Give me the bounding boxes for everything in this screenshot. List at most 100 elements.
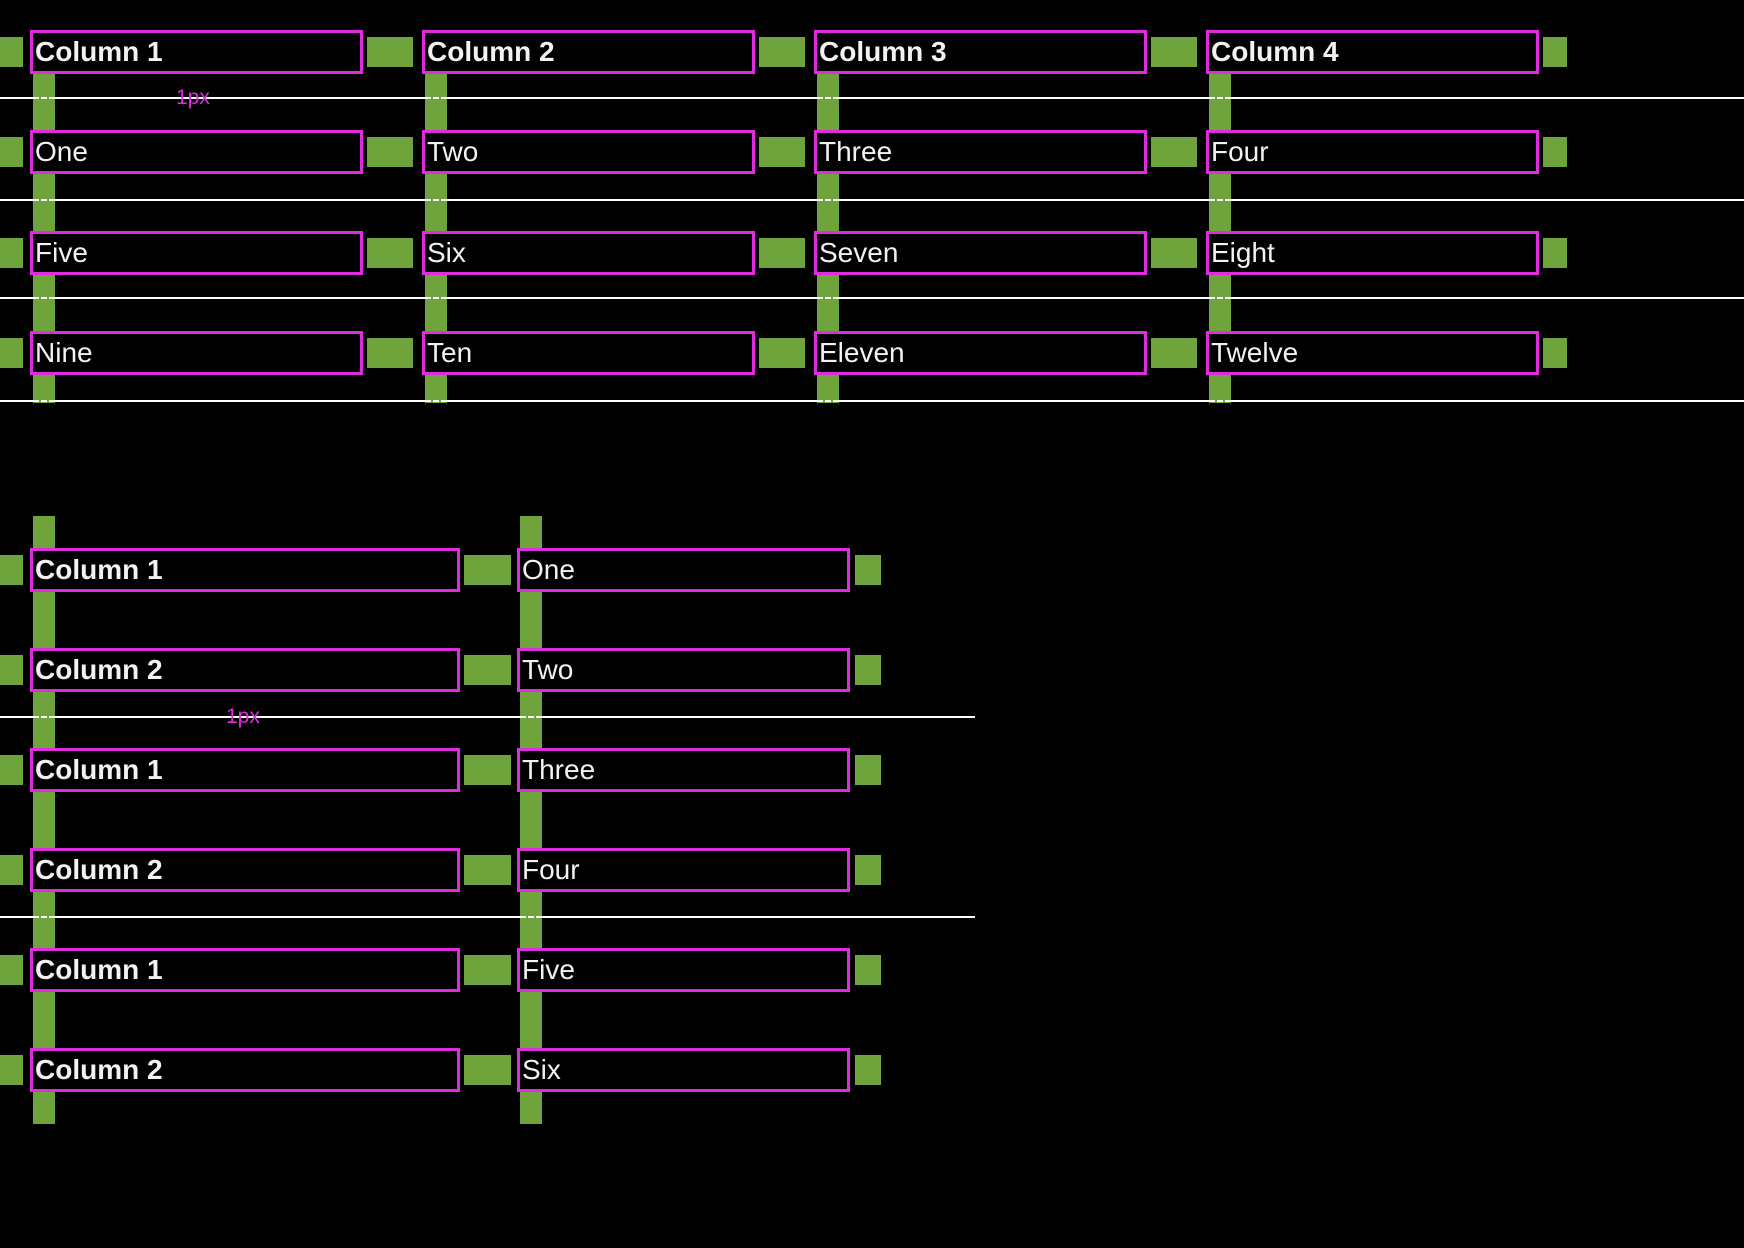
row-border-line — [0, 916, 975, 918]
border-dash — [817, 400, 839, 402]
data-cell: Nine — [30, 331, 363, 375]
padding-block — [464, 755, 511, 785]
padding-block — [0, 755, 23, 785]
header-cell: Column 1 — [30, 30, 363, 74]
padding-block — [1151, 238, 1197, 268]
row-border-line — [0, 297, 1744, 299]
data-cell: Two — [422, 130, 755, 174]
padding-block — [855, 855, 881, 885]
padding-strip — [1209, 74, 1231, 130]
padding-block — [855, 1055, 881, 1085]
padding-block — [0, 37, 23, 67]
border-dash — [1209, 97, 1231, 99]
padding-strip — [33, 592, 55, 648]
data-cell: Six — [517, 1048, 850, 1092]
padding-block — [855, 955, 881, 985]
data-cell: Three — [814, 130, 1147, 174]
border-dash — [33, 297, 55, 299]
border-dash — [817, 199, 839, 201]
padding-block — [855, 655, 881, 685]
data-cell: Two — [517, 648, 850, 692]
padding-block — [464, 555, 511, 585]
padding-block — [855, 755, 881, 785]
padding-strip — [1209, 174, 1231, 231]
padding-strip — [33, 1092, 55, 1124]
padding-block — [1151, 137, 1197, 167]
header-cell: Column 4 — [1206, 30, 1539, 74]
padding-block — [0, 655, 23, 685]
padding-block — [759, 37, 805, 67]
data-cell: Three — [517, 748, 850, 792]
padding-block — [0, 955, 23, 985]
padding-block — [759, 338, 805, 368]
padding-strip — [33, 375, 55, 403]
header-cell: Column 3 — [814, 30, 1147, 74]
padding-strip — [425, 275, 447, 331]
header-cell: Column 2 — [30, 648, 460, 692]
data-cell: Six — [422, 231, 755, 275]
padding-strip — [33, 174, 55, 231]
border-dash — [425, 400, 447, 402]
data-cell: Five — [30, 231, 363, 275]
padding-strip — [817, 275, 839, 331]
border-dash — [33, 97, 55, 99]
padding-block — [464, 1055, 511, 1085]
padding-strip — [33, 992, 55, 1048]
border-dash — [33, 716, 55, 718]
row-border-line — [0, 97, 1744, 99]
border-dash — [425, 97, 447, 99]
padding-block — [1543, 238, 1567, 268]
padding-block — [0, 855, 23, 885]
padding-strip — [817, 375, 839, 403]
data-cell: Twelve — [1206, 331, 1539, 375]
border-dash — [1209, 297, 1231, 299]
data-cell: Eight — [1206, 231, 1539, 275]
padding-strip — [520, 516, 542, 548]
header-cell: Column 2 — [422, 30, 755, 74]
data-cell: Seven — [814, 231, 1147, 275]
row-border-line — [0, 716, 975, 718]
padding-strip — [425, 74, 447, 130]
padding-block — [1543, 137, 1567, 167]
row-border-line — [0, 199, 1744, 201]
padding-strip — [520, 992, 542, 1048]
padding-strip — [33, 892, 55, 948]
data-cell: Five — [517, 948, 850, 992]
padding-strip — [33, 275, 55, 331]
border-dash — [817, 97, 839, 99]
padding-strip — [33, 792, 55, 848]
border-dash — [425, 297, 447, 299]
padding-block — [0, 338, 23, 368]
padding-block — [0, 555, 23, 585]
border-dash — [33, 199, 55, 201]
padding-strip — [520, 592, 542, 648]
padding-strip — [33, 516, 55, 548]
padding-strip — [520, 1092, 542, 1124]
padding-block — [0, 1055, 23, 1085]
padding-block — [464, 955, 511, 985]
padding-block — [1151, 338, 1197, 368]
padding-block — [0, 238, 23, 268]
data-cell: One — [30, 130, 363, 174]
padding-block — [1543, 338, 1567, 368]
border-dash — [520, 716, 542, 718]
padding-strip — [520, 892, 542, 948]
padding-block — [367, 137, 413, 167]
padding-block — [464, 655, 511, 685]
border-width-label: 1px — [226, 705, 260, 728]
padding-block — [1543, 37, 1567, 67]
padding-block — [855, 555, 881, 585]
padding-block — [1151, 37, 1197, 67]
padding-block — [367, 238, 413, 268]
data-cell: Four — [1206, 130, 1539, 174]
padding-block — [464, 855, 511, 885]
border-dash — [817, 297, 839, 299]
data-cell: Ten — [422, 331, 755, 375]
padding-strip — [425, 375, 447, 403]
row-border-line — [0, 400, 1744, 402]
padding-strip — [1209, 375, 1231, 403]
border-dash — [425, 199, 447, 201]
padding-block — [0, 137, 23, 167]
padding-strip — [520, 692, 542, 748]
